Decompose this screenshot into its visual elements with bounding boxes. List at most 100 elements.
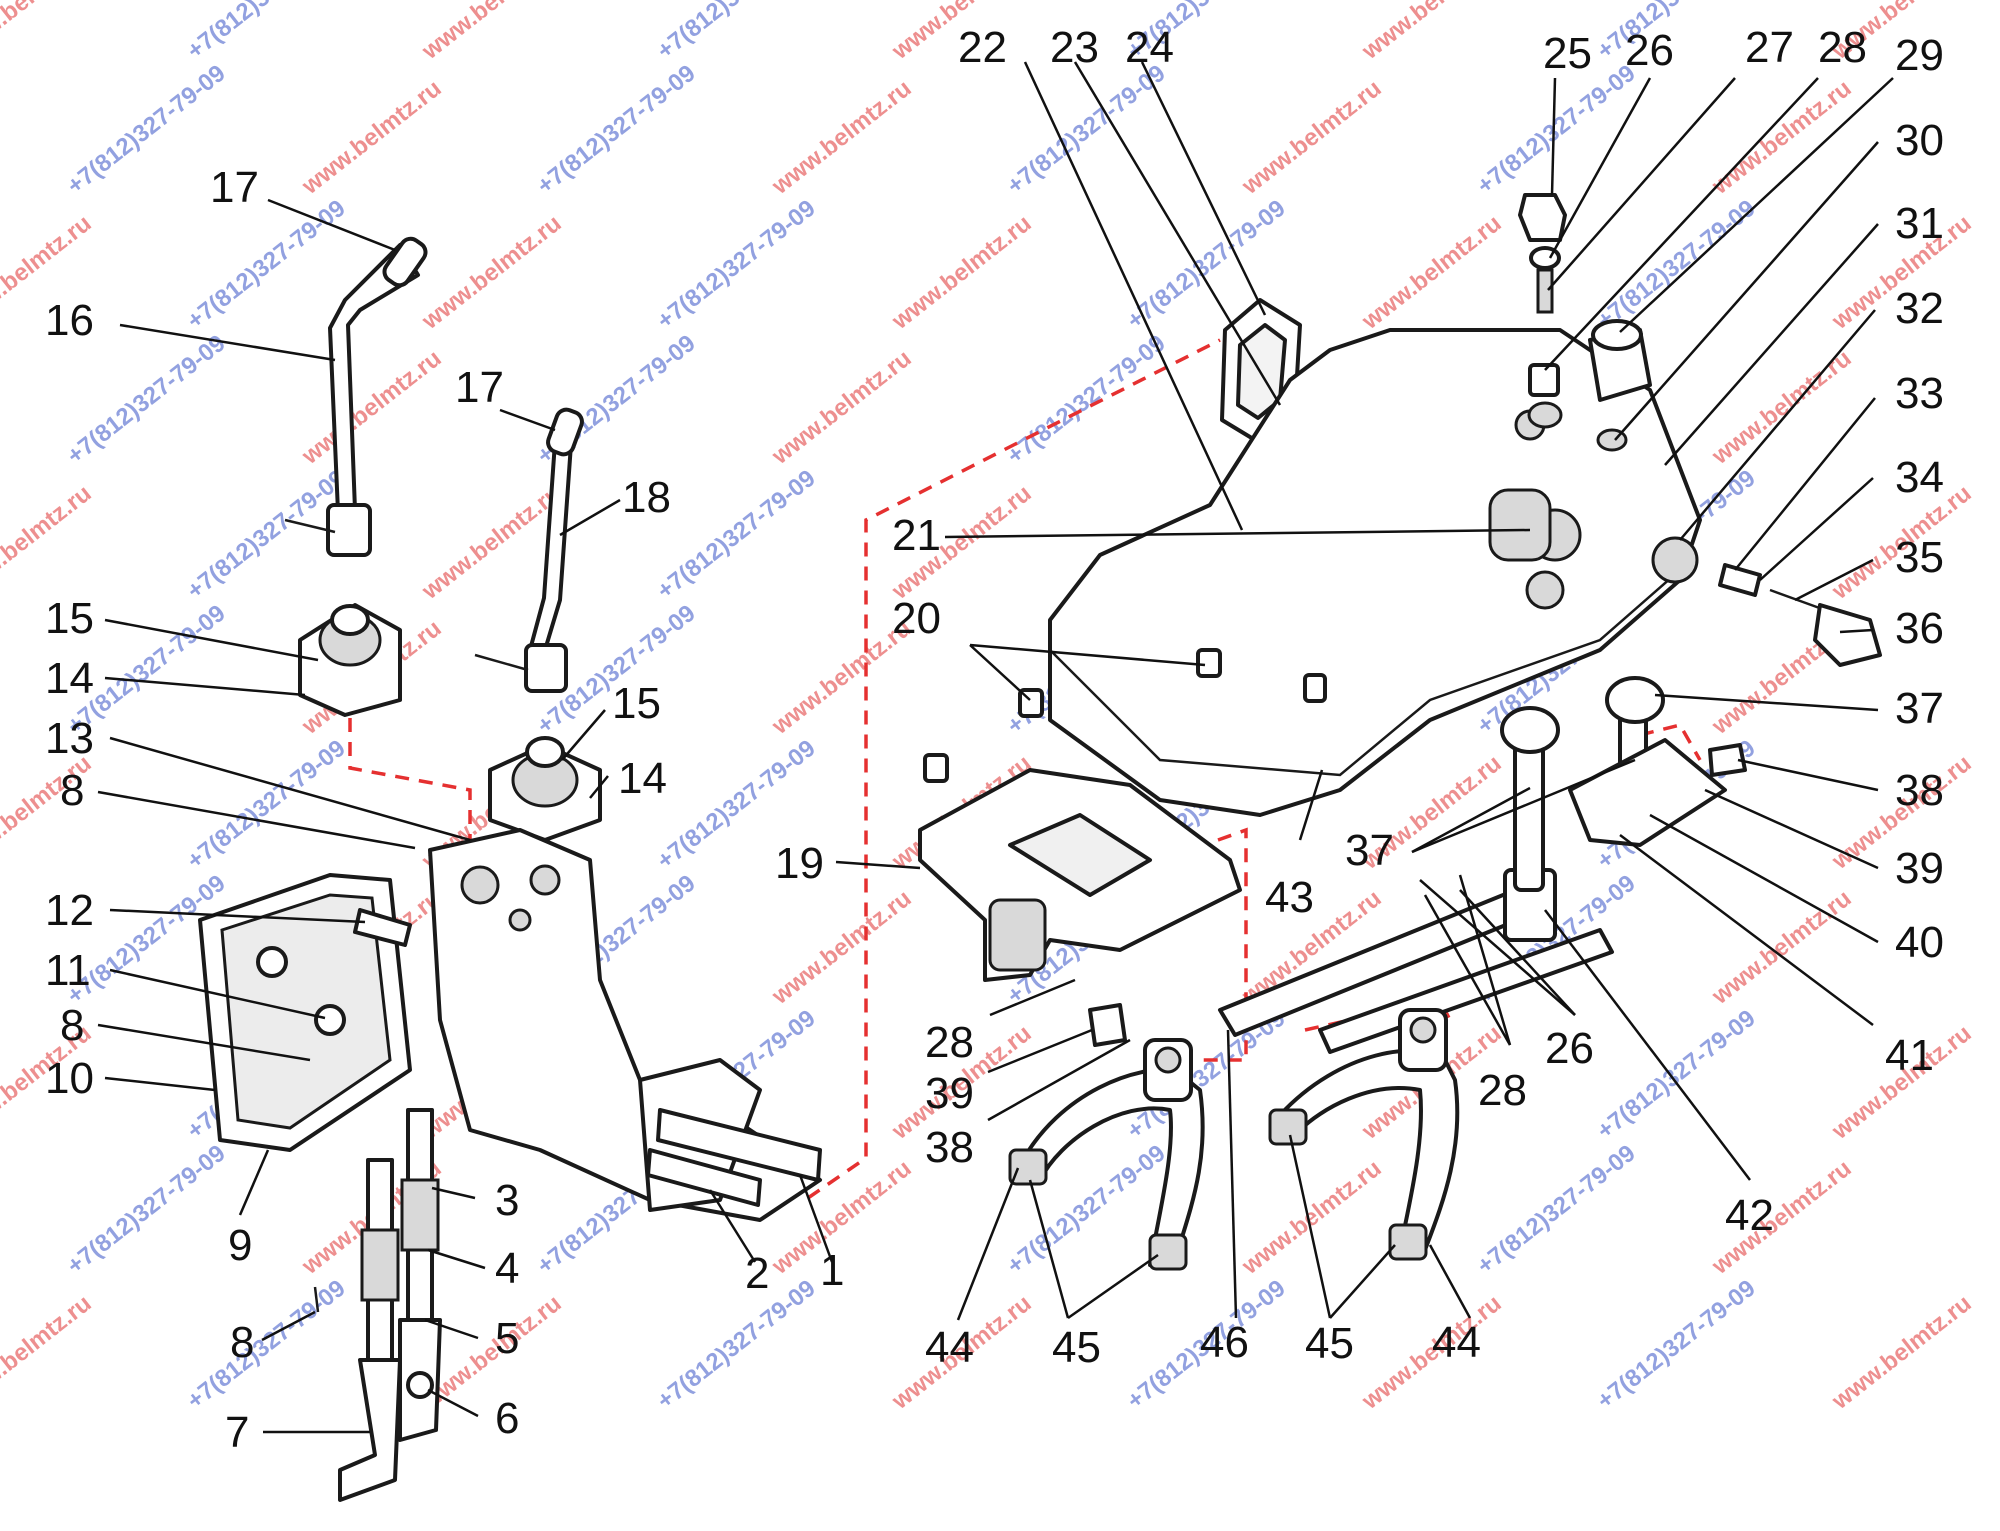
callout-label: 8	[60, 1001, 84, 1050]
callout-label: 28	[1818, 23, 1867, 72]
callout-label: 21	[892, 511, 941, 560]
callout-label: 45	[1305, 1319, 1354, 1368]
watermark-phone: +7(812)327-79-09	[652, 465, 821, 605]
callout-label: 8	[60, 766, 84, 815]
watermark-phone: +7(812)327-79-09	[182, 0, 351, 65]
callout-label: 12	[45, 886, 94, 935]
watermark-site: www.belmtz.ru	[0, 480, 96, 606]
callout-label: 20	[892, 594, 941, 643]
watermark-site: www.belmtz.ru	[1356, 0, 1506, 65]
callout-label: 1	[820, 1246, 844, 1295]
watermark-site: www.belmtz.ru	[296, 75, 446, 201]
callout-label: 14	[45, 654, 94, 703]
watermark-phone: +7(812)327-79-09	[62, 1140, 231, 1280]
callout-label: 17	[455, 363, 504, 412]
callout-label: 39	[1895, 844, 1944, 893]
watermark-phone: +7(812)327-79-09	[652, 195, 821, 335]
callout-label: 46	[1200, 1318, 1249, 1367]
watermark-phone: +7(812)327-79-09	[1592, 1275, 1761, 1415]
callout-label: 6	[495, 1394, 519, 1443]
watermark-site: www.belmtz.ru	[296, 345, 446, 471]
callout-label: 28	[1478, 1066, 1527, 1115]
callout-label: 23	[1050, 23, 1099, 72]
callout-label: 44	[925, 1323, 974, 1372]
callout-label: 15	[612, 679, 661, 728]
callout-label: 33	[1895, 369, 1944, 418]
callout-label: 19	[775, 839, 824, 888]
callout-label: 38	[1895, 766, 1944, 815]
callout-label: 3	[495, 1176, 519, 1225]
watermark-phone: +7(812)327-79-09	[652, 1275, 821, 1415]
callout-label: 25	[1543, 29, 1592, 78]
callout-label: 24	[1125, 23, 1174, 72]
watermark-phone: +7(812)327-79-09	[1592, 1005, 1761, 1145]
callout-label: 32	[1895, 284, 1944, 333]
callout-label: 41	[1885, 1031, 1934, 1080]
callout-label: 18	[622, 473, 671, 522]
callout-label: 29	[1895, 31, 1944, 80]
watermark-site: www.belmtz.ru	[766, 345, 916, 471]
watermark-phone: +7(812)327-79-09	[1002, 330, 1171, 470]
callout-label: 34	[1895, 453, 1944, 502]
callout-label: 15	[45, 594, 94, 643]
watermark-phone: +7(812)327-79-09	[182, 195, 351, 335]
callout-label: 36	[1895, 604, 1944, 653]
callout-label: 40	[1895, 918, 1944, 967]
watermark-site: www.belmtz.ru	[1706, 885, 1856, 1011]
callout-label: 44	[1432, 1318, 1481, 1367]
watermark-phone: +7(812)327-79-09	[532, 60, 701, 200]
watermark-site: www.belmtz.ru	[1826, 1290, 1976, 1416]
watermark-site: www.belmtz.ru	[416, 210, 566, 336]
callout-label: 7	[225, 1408, 249, 1457]
watermark-phone: +7(812)327-79-09	[652, 0, 821, 65]
callout-label: 26	[1625, 26, 1674, 75]
watermark-phone: +7(812)327-79-09	[182, 465, 351, 605]
watermark-phone: +7(812)327-79-09	[62, 60, 231, 200]
watermark-site: www.belmtz.ru	[1236, 1155, 1386, 1281]
watermark-site: www.belmtz.ru	[886, 210, 1036, 336]
watermark-site: www.belmtz.ru	[766, 885, 916, 1011]
callout-label: 37	[1895, 684, 1944, 733]
callout-label: 9	[228, 1221, 252, 1270]
watermark-phone: +7(812)327-79-09	[1592, 195, 1761, 335]
callout-label: 17	[210, 163, 259, 212]
watermark-phone: +7(812)327-79-09	[182, 1275, 351, 1415]
callout-labels: 1 2 3 4 5 6 7 8 8 8 9 10 11 12 13 14 14 …	[45, 23, 1944, 1457]
callout-label: 43	[1265, 873, 1314, 922]
callout-label: 30	[1895, 116, 1944, 165]
callout-label: 5	[495, 1314, 519, 1363]
leader-lines	[97, 61, 1894, 1434]
watermark-phone: +7(812)327-79-09	[62, 330, 231, 470]
callout-label: 2	[745, 1249, 769, 1298]
callout-label: 31	[1895, 199, 1944, 248]
callout-label: 10	[45, 1054, 94, 1103]
callout-label: 26	[1545, 1024, 1594, 1073]
left-gear-lever-assembly	[198, 236, 822, 1502]
callout-label: 4	[495, 1244, 519, 1293]
watermark-site: www.belmtz.ru	[0, 0, 96, 65]
watermark-site: www.belmtz.ru	[1236, 75, 1386, 201]
watermark-site: www.belmtz.ru	[766, 75, 916, 201]
callout-label: 38	[925, 1123, 974, 1172]
watermark-site: www.belmtz.ru	[416, 0, 566, 65]
callout-label: 14	[618, 754, 667, 803]
right-gearbox-cover-assembly	[918, 193, 1882, 1271]
callout-label: 45	[1052, 1323, 1101, 1372]
callout-label: 42	[1725, 1191, 1774, 1240]
callout-label: 35	[1895, 533, 1944, 582]
callout-label: 22	[958, 23, 1007, 72]
callout-label: 16	[45, 296, 94, 345]
callout-label: 28	[925, 1018, 974, 1067]
assembly-dashed-lines	[348, 338, 1702, 1200]
callout-label: 8	[230, 1318, 254, 1367]
callout-label: 37	[1345, 826, 1394, 875]
watermark-phone: +7(812)327-79-09	[1592, 0, 1761, 65]
watermark-phone: +7(812)327-79-09	[182, 735, 351, 875]
watermark-site: www.belmtz.ru	[1706, 345, 1856, 471]
watermark-site: www.belmtz.ru	[1356, 210, 1506, 336]
watermark-phone: +7(812)327-79-09	[1472, 1140, 1641, 1280]
callout-label: 39	[925, 1069, 974, 1118]
watermark-site: www.belmtz.ru	[0, 1290, 96, 1416]
callout-label: 13	[45, 714, 94, 763]
